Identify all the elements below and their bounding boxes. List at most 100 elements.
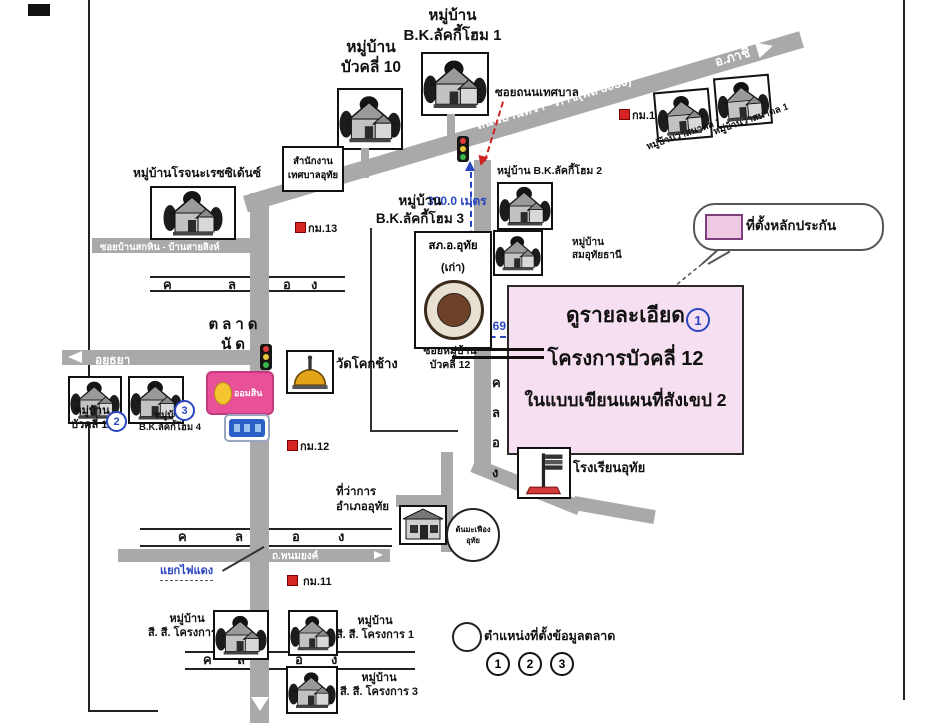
project-info-line2: โครงการบัวคลี่ 12	[547, 348, 704, 370]
gsb-bank-sign: ออมสิน	[206, 371, 274, 415]
village-somuthai-icon	[493, 230, 543, 276]
canal2-letter-o: อ	[292, 529, 300, 544]
village-bk2-icon	[497, 182, 553, 230]
district-office-icon	[399, 505, 447, 545]
village-rojana-icon	[150, 186, 236, 240]
canal3-letter-k: ค	[203, 652, 212, 667]
km11-label: กม.11	[303, 576, 332, 588]
canal3-letter-g: ง	[331, 652, 338, 667]
road-soi-sakhin	[92, 238, 255, 253]
project-info-box: ดูรายละเอียด โครงการบัวคลี่ 12 ในแบบเขีย…	[507, 285, 744, 455]
district-office-label: ที่ว่าการ อำเภออุทัย	[336, 486, 390, 513]
village-buakhli10-label: หมู่บ้าน บัวคลี่ 10	[341, 39, 401, 77]
distance-300m-label: 300.0 เมตร	[427, 194, 487, 208]
canal1-letter-k: ค	[163, 277, 172, 292]
village-buakhli11-label: หมู่บ้าน บัวคลี่ 11	[71, 405, 113, 432]
village-bk4-label: หมู่บ้าน B.K.ลัคกี้โฮม 4	[138, 410, 201, 434]
village-buakhli10-pole	[361, 148, 369, 178]
village-bk1-pole	[447, 114, 455, 146]
village-somuthai-label: หมู่บ้าน สมอุทัยธานี	[572, 237, 622, 261]
canal2-top-l	[140, 528, 250, 530]
phanom-arrow-icon	[374, 551, 383, 559]
legend-number-2: 2	[518, 652, 542, 676]
soi-bridge-bar-bottom	[452, 356, 544, 359]
municipal-office-label: สำนักงาน เทศบาลอุทัย	[287, 155, 339, 181]
road-right-bend-2	[572, 496, 656, 525]
project-info-line3: ในแบบเขียนแผนที่สังเขป 2	[524, 390, 727, 410]
km12-label: กม.12	[300, 441, 330, 453]
canal2-bot-r	[269, 545, 392, 547]
ayutthaya-left-arrow-icon	[68, 351, 82, 363]
canal1-letter-o: อ	[283, 277, 291, 292]
municipal-office-box: สำนักงาน เทศบาลอุทัย	[282, 146, 344, 192]
block-boundary-h	[370, 430, 458, 432]
village-cc1-label: หมู่บ้าน สี. สี. โครงการ 1	[335, 615, 415, 642]
map-number-3-badge: 3	[174, 400, 195, 421]
canal2-bot-l	[140, 545, 250, 547]
road-phanom	[118, 549, 390, 562]
canal1-bot-r	[269, 290, 345, 292]
legend-number-1: 1	[486, 652, 510, 676]
canalv-letter-g: ง	[492, 465, 499, 480]
blue-bank-sign	[224, 414, 270, 442]
km14-marker-icon	[619, 109, 630, 120]
road-dest-phachi-label: อ.ภาชี	[712, 44, 752, 70]
road-ayutthaya-left	[62, 350, 252, 365]
route-dashed-169	[448, 336, 558, 338]
village-rojana-label: หมู่บ้านโรจนะเรซซิเด้นซ์	[133, 166, 262, 180]
uthai-stamp-label: ต้นมะเฟือง อุทัย	[455, 524, 491, 545]
police-station-label: สภ.อ.อุทัย	[428, 240, 478, 252]
traffic-light-highway-icon	[457, 136, 469, 162]
road-dest-phachi-wrap: อ.ภาชี	[712, 42, 753, 72]
canal2-letter-l: ล	[235, 529, 243, 544]
canal1-letter-l: ล	[228, 277, 236, 292]
uthai-stamp-icon: ต้นมะเฟือง อุทัย	[446, 508, 500, 562]
village-buakhli10-icon	[337, 88, 403, 150]
village-cc2-icon	[213, 610, 269, 660]
traffic-light-market-icon	[260, 344, 272, 370]
km13-marker-icon	[295, 222, 306, 233]
market-label: ตลาด นัด	[208, 316, 262, 353]
temple-icon	[286, 350, 334, 394]
canal3-top-r	[269, 651, 415, 653]
canal3-letter-o: อ	[295, 652, 303, 667]
map-number-2-badge: 2	[106, 411, 127, 432]
village-cc3-label: หมู่บ้าน สี. สี. โครงการ 3	[339, 672, 419, 699]
canal2-letter-g: ง	[338, 529, 345, 544]
km11-marker-icon	[287, 575, 298, 586]
village-bk1-icon	[421, 52, 489, 116]
canal1-top-r	[269, 276, 345, 278]
project-info-line1: ดูรายละเอียด	[566, 304, 685, 327]
frame-right-line	[903, 0, 905, 700]
soi-bridge-bar-top	[452, 348, 544, 351]
village-bk1-label: หมู่บ้าน B.K.ลัคกี้โฮม 1	[403, 7, 502, 44]
canal1-letter-g: ง	[311, 277, 318, 292]
ayutthaya-down-arrow-icon	[251, 697, 269, 711]
canalv-letter-l: ล	[492, 405, 500, 420]
village-bk2-label: หมู่บ้าน B.K.ลัคกี้โฮม 2	[497, 165, 603, 177]
road-main-vertical	[250, 193, 269, 723]
ayutthaya-left-label: อยุธยา	[95, 353, 131, 367]
scan-corner-mark	[28, 4, 50, 16]
road-soi-sakhin-label: ซอยบ้านสกหิน - บ้านสายสิงห์	[100, 242, 220, 253]
project-info-badge-1: 1	[686, 308, 710, 332]
road-district-stub-h	[396, 495, 443, 507]
block-boundary-v	[370, 228, 372, 432]
legend-market-circle-icon	[452, 622, 482, 652]
temple-label: วัดโคกช้าง	[336, 356, 398, 371]
school-icon	[517, 447, 571, 499]
km13-label: กม.13	[308, 223, 338, 235]
school-label: โรงเรียนอุทัย	[573, 460, 646, 475]
road-phanom-label: ถ.พนมยงค์	[272, 551, 319, 562]
route-arrowhead-up	[465, 161, 475, 171]
km12-marker-icon	[287, 440, 298, 451]
police-badge-icon	[424, 280, 484, 340]
canal2-letter-k: ค	[178, 529, 187, 544]
canalv-letter-k: ค	[492, 375, 501, 390]
soi-thetsaban-label: ซอยถนนเทศบาล	[495, 87, 579, 99]
legend-market-label: ตำแหน่งที่ตั้งข้อมูลตลาด	[484, 629, 616, 643]
village-cc1-icon	[288, 610, 338, 656]
legend-collateral-swatch	[705, 214, 743, 240]
canalv-letter-o: อ	[492, 435, 500, 450]
